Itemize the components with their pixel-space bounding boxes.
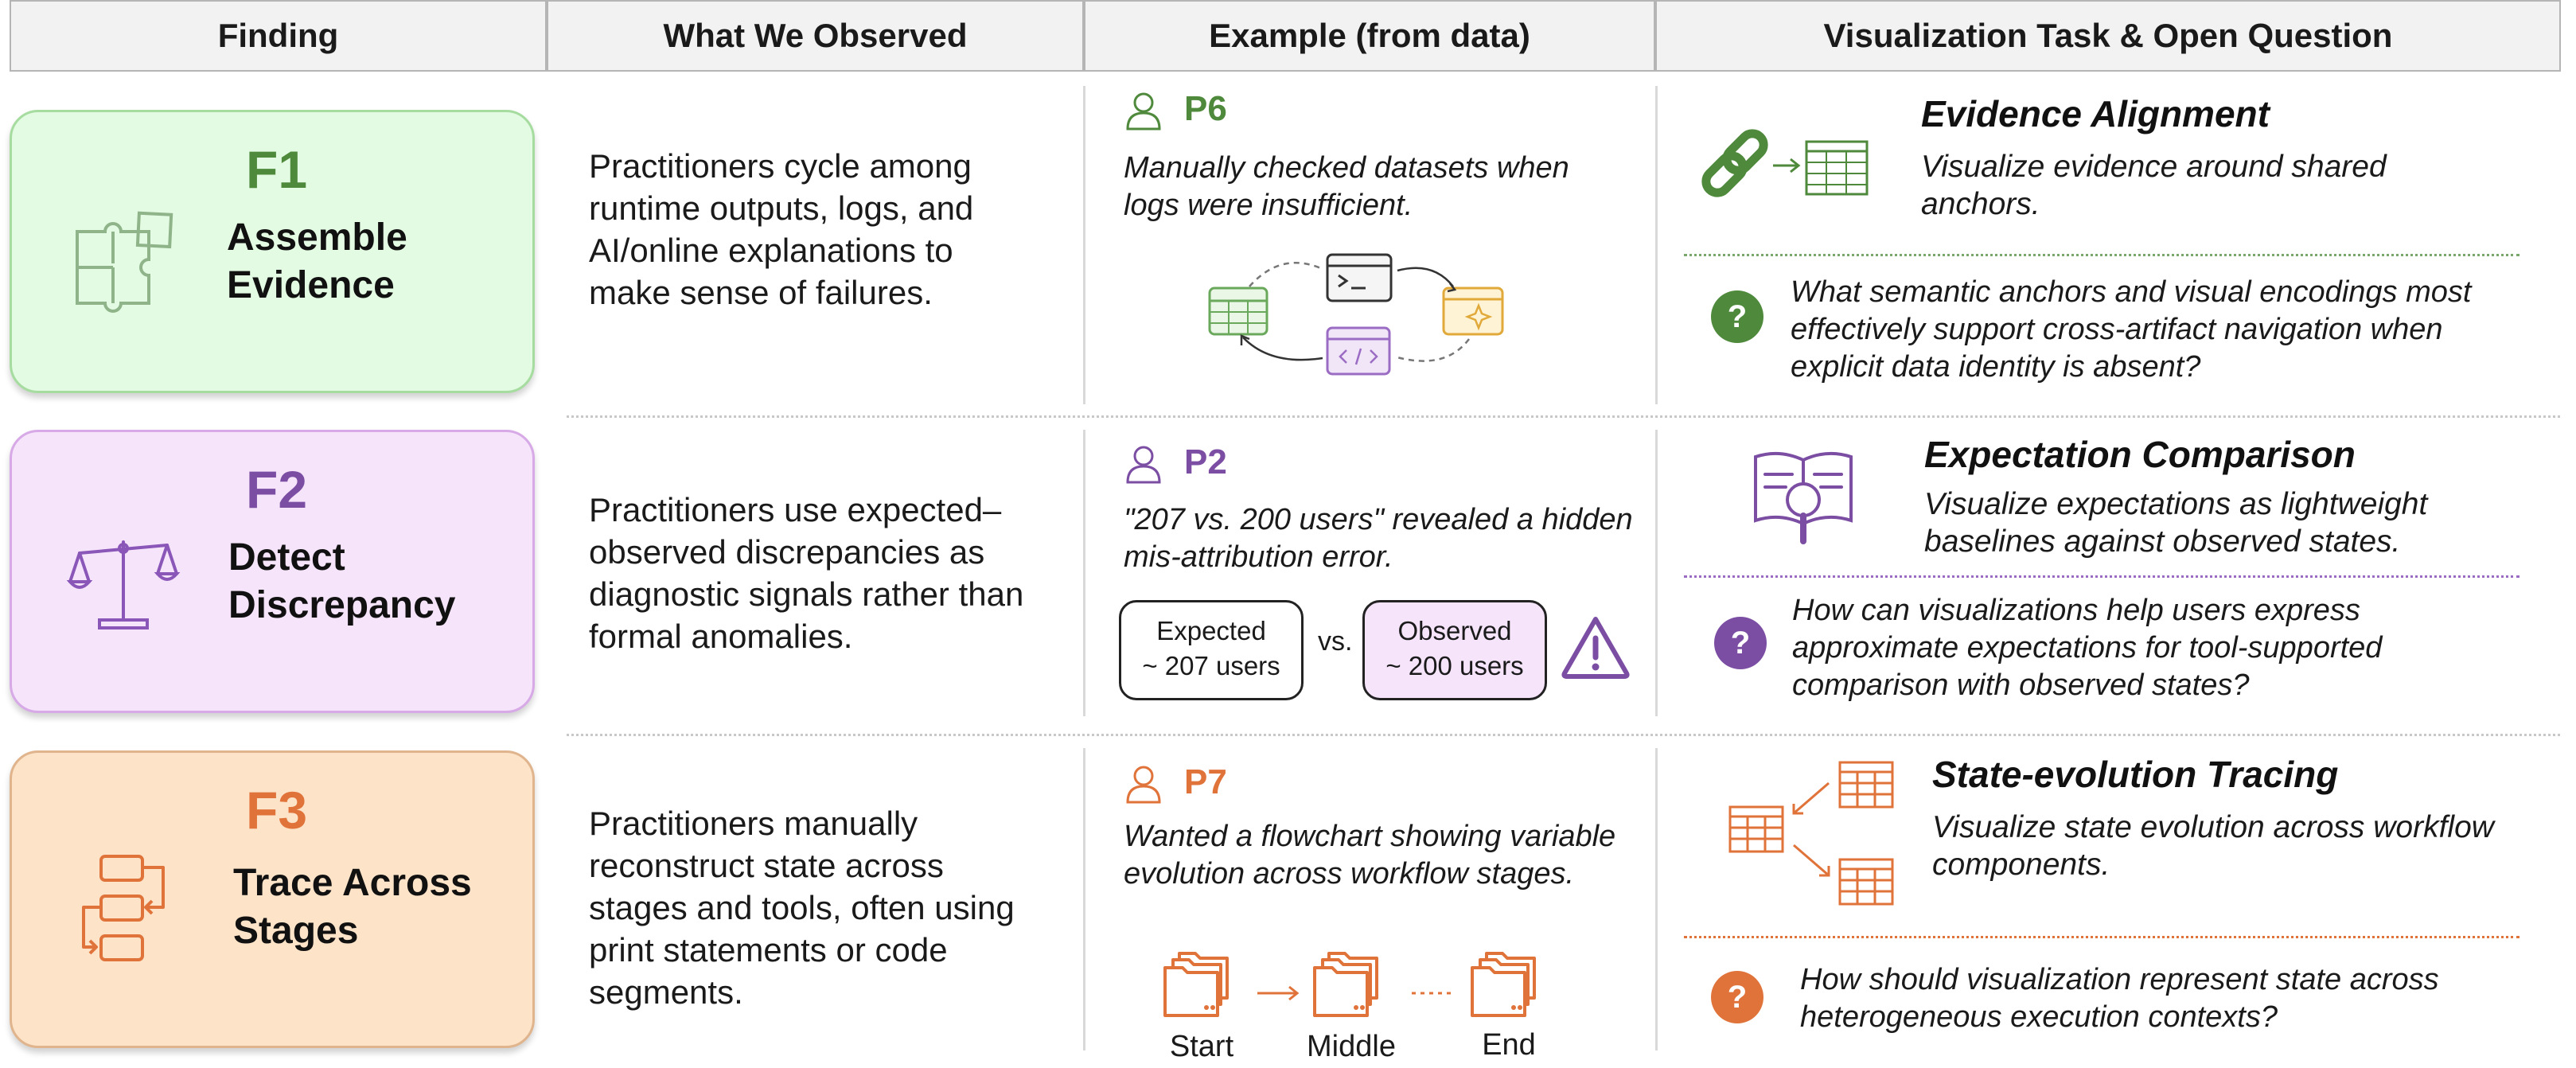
header-finding: Finding: [10, 0, 547, 72]
table-branching-icon: [1728, 761, 1894, 906]
header-task: Visualization Task & Open Question: [1655, 0, 2561, 72]
observation-text: Practitioners cycle among runtime output…: [589, 147, 974, 311]
participant-id: P2: [1184, 442, 1227, 481]
task-separator: [1684, 936, 2519, 938]
balance-scale-icon: [66, 540, 181, 629]
task-description: Visualize expectations as lightweight ba…: [1924, 487, 2428, 559]
stage-label-end: End: [1482, 1028, 1536, 1062]
header-example-label: Example (from data): [1209, 17, 1530, 54]
arrow-right-icon: [1257, 985, 1300, 1001]
finding-name-line2: Stages: [233, 910, 359, 952]
row-separator: [567, 734, 2560, 736]
finding-name-line2: Discrepancy: [228, 584, 456, 626]
folder-stack-icon: [1313, 952, 1378, 1017]
finding-name-line2: Evidence: [227, 264, 395, 306]
finding-id: F2: [246, 460, 308, 519]
observed-value: ~ 200 users: [1385, 651, 1524, 680]
question-icon: ?: [1714, 617, 1767, 669]
open-question: How can visualizations help users expres…: [1792, 594, 2383, 702]
finding-name-line1: Detect: [228, 536, 345, 579]
warning-icon: [1561, 617, 1630, 679]
versus-label: vs.: [1318, 626, 1353, 657]
stage-label-middle: Middle: [1307, 1030, 1396, 1063]
column-divider: [1655, 748, 1658, 1050]
folder-stack-icon: [1471, 952, 1536, 1017]
participant-quote: Wanted a flowchart showing variable evol…: [1124, 820, 1616, 891]
folder-stack-icon: [1163, 952, 1229, 1017]
open-question: How should visualization represent state…: [1800, 963, 2439, 1034]
task-title: Evidence Alignment: [1921, 93, 2270, 134]
task-title: Expectation Comparison: [1924, 434, 2356, 475]
task-separator: [1684, 254, 2519, 256]
question-icon: ?: [1711, 290, 1763, 343]
finding-name-line1: Assemble: [227, 216, 407, 259]
header-finding-label: Finding: [217, 17, 339, 54]
link-to-table-icon: [1701, 129, 1869, 197]
stage-label-start: Start: [1169, 1030, 1234, 1063]
participant-id: P6: [1184, 89, 1227, 128]
header-example: Example (from data): [1084, 0, 1655, 72]
column-divider: [1655, 86, 1658, 404]
task-description: Visualize evidence around shared anchors…: [1921, 150, 2387, 221]
puzzle-icon: [76, 211, 173, 313]
row-separator: [567, 415, 2560, 418]
task-title: State-evolution Tracing: [1932, 754, 2339, 795]
observed-label: Observed: [1397, 616, 1512, 645]
person-icon: [1126, 92, 1161, 131]
open-question: What semantic anchors and visual encodin…: [1791, 275, 2472, 384]
finding-id: F3: [246, 781, 308, 840]
expected-label: Expected: [1156, 616, 1266, 645]
question-icon: ?: [1711, 971, 1763, 1023]
column-divider: [1083, 748, 1085, 1050]
task-separator: [1684, 575, 2519, 578]
task-description: Visualize state evolution across workflo…: [1932, 810, 2494, 882]
participant-id: P7: [1184, 762, 1227, 801]
finding-id: F1: [246, 140, 308, 199]
observation-text: Practitioners manually reconstruct state…: [589, 805, 1015, 1011]
finding-card-f1: F1 Assemble Evidence: [10, 110, 535, 393]
participant-quote: Manually checked datasets when logs were…: [1124, 151, 1569, 222]
finding-card-f2: F2 Detect Discrepancy: [10, 430, 535, 713]
observation-text: Practitioners use expected–observed disc…: [589, 491, 1024, 655]
flowchart-icon: [82, 855, 165, 961]
header-task-label: Visualization Task & Open Question: [1823, 17, 2393, 54]
finding-name-line1: Trace Across: [233, 862, 472, 904]
header-observed: What We Observed: [547, 0, 1084, 72]
expected-value-box: Expected ~ 207 users: [1119, 600, 1304, 700]
column-divider: [1655, 430, 1658, 716]
finding-card-f3: F3 Trace Across Stages: [10, 750, 535, 1048]
column-divider: [1083, 430, 1085, 716]
ellipsis-connector-icon: [1412, 992, 1453, 995]
person-icon: [1126, 766, 1161, 804]
artifact-cycle-illustration: [1208, 253, 1504, 376]
header-observed-label: What We Observed: [663, 17, 968, 54]
document-magnifier-icon: [1754, 451, 1853, 544]
observed-value-box: Observed ~ 200 users: [1362, 600, 1547, 700]
column-divider: [1083, 86, 1085, 404]
expected-value: ~ 207 users: [1142, 651, 1280, 680]
participant-quote: "207 vs. 200 users" revealed a hidden mi…: [1124, 503, 1633, 574]
person-icon: [1126, 446, 1161, 484]
